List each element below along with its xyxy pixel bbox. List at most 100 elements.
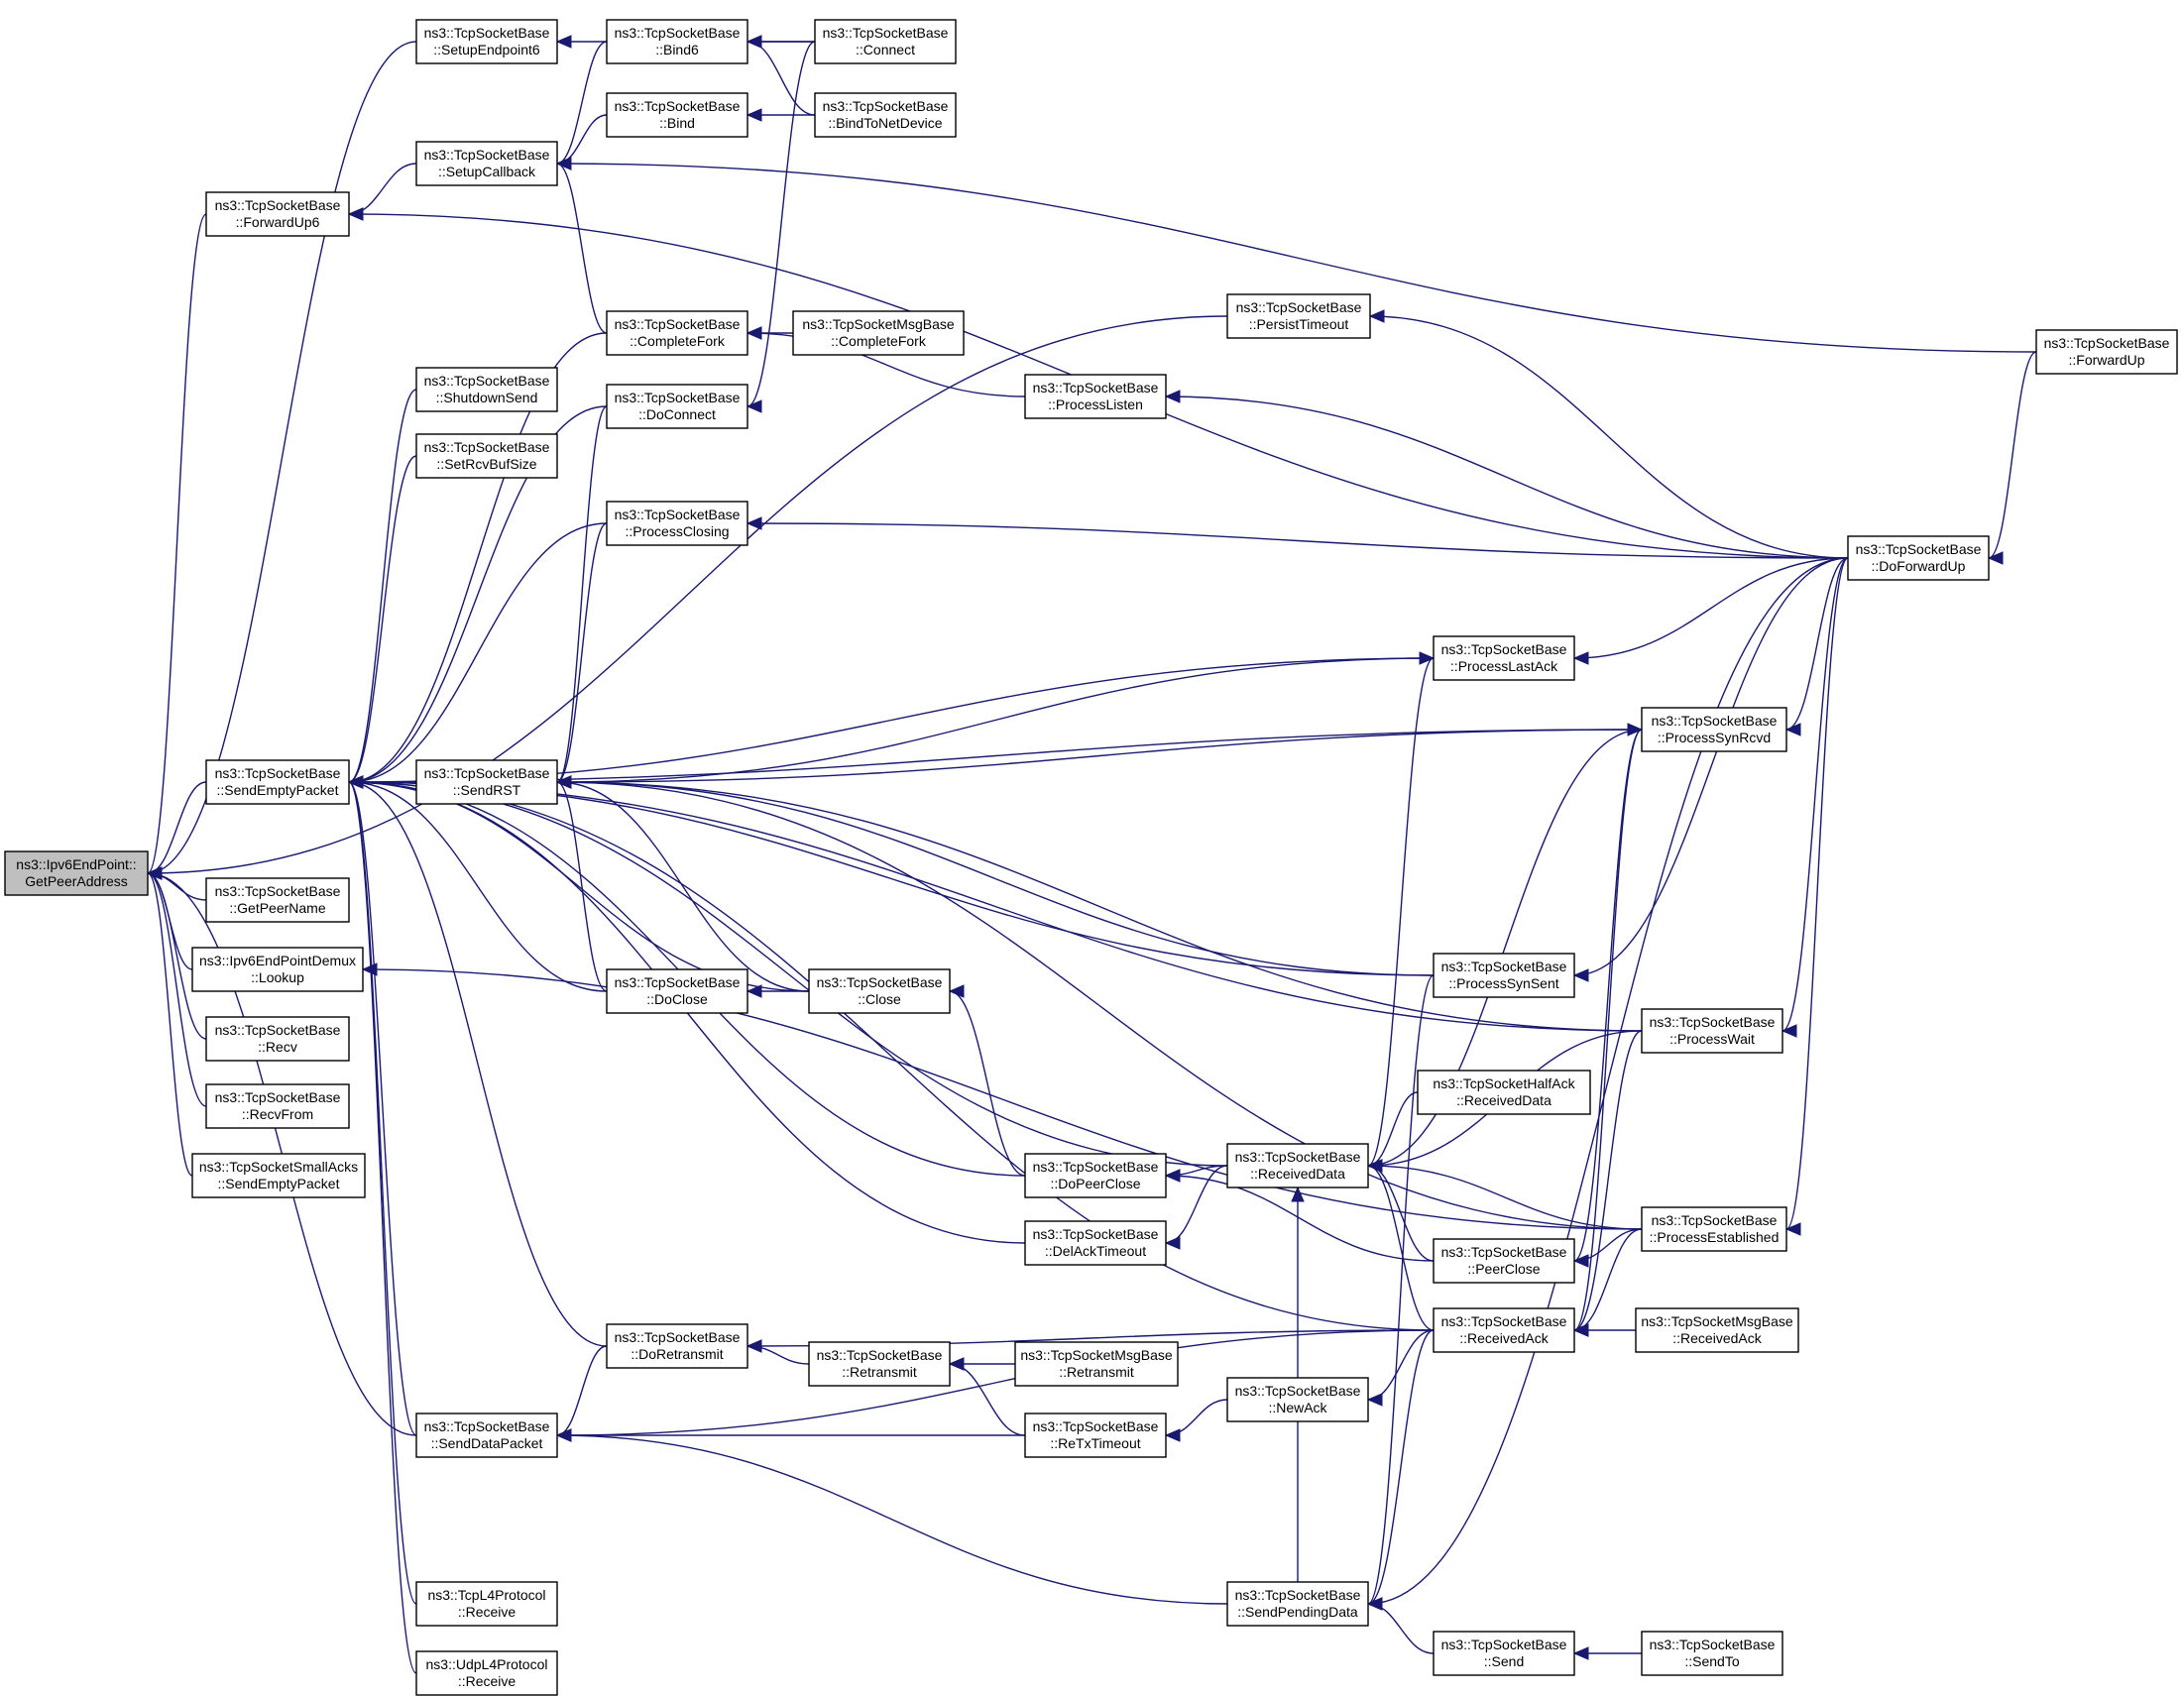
call-edge — [1367, 1165, 1643, 1230]
call-edge — [362, 968, 1643, 1230]
node-del-ack-timeout[interactable]: ns3::TcpSocketBase::DelAckTimeout — [1024, 1220, 1167, 1266]
node-persist-timeout[interactable]: ns3::TcpSocketBase::PersistTimeout — [1226, 293, 1371, 339]
node-get-peer-name[interactable]: ns3::TcpSocketBase::GetPeerName — [205, 877, 350, 923]
node-bind-to-net-device[interactable]: ns3::TcpSocketBase::BindToNetDevice — [814, 92, 957, 138]
node-box — [2035, 329, 2178, 375]
node-complete-fork[interactable]: ns3::TcpSocketBase::CompleteFork — [606, 310, 748, 356]
node-tcp-l4-receive[interactable]: ns3::TcpL4Protocol::Receive — [415, 1581, 558, 1627]
node-do-connect[interactable]: ns3::TcpSocketBase::DoConnect — [606, 384, 748, 429]
node-box — [1024, 1413, 1167, 1458]
node-do-forward-up[interactable]: ns3::TcpSocketBase::DoForwardUp — [1847, 535, 1990, 581]
node-method-label: ::Close — [858, 991, 901, 1007]
edge-arrowhead — [347, 207, 364, 221]
call-edge — [1367, 1603, 1435, 1654]
call-edge — [147, 872, 207, 1040]
node-re-tx-timeout[interactable]: ns3::TcpSocketBase::ReTxTimeout — [1024, 1413, 1167, 1458]
node-process-established[interactable]: ns3::TcpSocketBase::ProcessEstablished — [1641, 1206, 1787, 1252]
edge-arrowhead — [1164, 390, 1181, 403]
node-process-syn-rcvd[interactable]: ns3::TcpSocketBase::ProcessSynRcvd — [1641, 707, 1787, 752]
node-box — [606, 92, 748, 138]
node-class-label: ns3::TcpSocketBase — [817, 974, 943, 990]
node-do-peer-close[interactable]: ns3::TcpSocketBase::DoPeerClose — [1024, 1153, 1167, 1198]
node-send-pending-data[interactable]: ns3::TcpSocketBase::SendPendingData — [1226, 1581, 1369, 1627]
node-received-ack[interactable]: ns3::TcpSocketBase::ReceivedAck — [1433, 1307, 1575, 1353]
call-edge — [147, 872, 207, 1107]
call-edge — [348, 163, 417, 215]
node-class-label: ns3::TcpSocketBase — [424, 765, 550, 781]
node-forward-up6[interactable]: ns3::TcpSocketBase::ForwardUp6 — [205, 191, 350, 237]
node-class-label: ns3::TcpSocketBase — [1650, 1637, 1776, 1652]
node-process-wait[interactable]: ns3::TcpSocketBase::ProcessWait — [1641, 1008, 1783, 1054]
edge-arrowhead — [555, 775, 572, 789]
node-close[interactable]: ns3::TcpSocketBase::Close — [808, 968, 951, 1014]
node-box — [606, 19, 748, 64]
node-box — [808, 968, 951, 1014]
call-edge — [1367, 1329, 1435, 1605]
node-send-rst[interactable]: ns3::TcpSocketBase::SendRST — [415, 759, 558, 805]
node-bind6[interactable]: ns3::TcpSocketBase::Bind6 — [606, 19, 748, 64]
node-root[interactable]: ns3::Ipv6EndPoint::GetPeerAddress — [4, 850, 149, 896]
node-class-label: ns3::TcpSocketBase — [1441, 641, 1567, 657]
node-box — [1641, 1631, 1783, 1676]
node-class-label: ns3::TcpSocketBase — [1033, 1159, 1159, 1175]
node-recv[interactable]: ns3::TcpSocketBase::Recv — [205, 1016, 350, 1062]
call-edge — [556, 781, 810, 992]
node-msg-retransmit[interactable]: ns3::TcpSocketMsgBase::Retransmit — [1014, 1341, 1179, 1387]
edge-arrowhead — [1572, 651, 1589, 665]
node-class-label: ns3::TcpSocketBase — [1441, 1637, 1567, 1652]
node-method-label: ::ReceivedData — [1250, 1166, 1345, 1182]
node-peer-close[interactable]: ns3::TcpSocketBase::PeerClose — [1433, 1238, 1575, 1284]
node-method-label: ::ProcessEstablished — [1650, 1229, 1780, 1245]
call-edge — [348, 781, 417, 1674]
node-msg-received-ack[interactable]: ns3::TcpSocketMsgBase::ReceivedAck — [1635, 1307, 1799, 1353]
node-shutdown-send[interactable]: ns3::TcpSocketBase::ShutdownSend — [415, 367, 558, 412]
call-edge — [348, 781, 608, 1347]
node-process-last-ack[interactable]: ns3::TcpSocketBase::ProcessLastAck — [1433, 635, 1575, 681]
node-process-listen[interactable]: ns3::TcpSocketBase::ProcessListen — [1024, 374, 1167, 419]
edge-arrowhead — [1572, 1646, 1589, 1660]
node-new-ack[interactable]: ns3::TcpSocketBase::NewAck — [1226, 1377, 1369, 1422]
call-edge — [556, 163, 2037, 353]
node-method-label: ::Retransmit — [842, 1364, 917, 1380]
node-method-label: ::ReTxTimeout — [1050, 1435, 1140, 1451]
node-method-label: ::Bind6 — [655, 42, 699, 57]
node-small-acks-send-empty-packet[interactable]: ns3::TcpSocketSmallAcks::SendEmptyPacket — [191, 1153, 366, 1198]
edge-arrowhead — [1419, 651, 1436, 665]
node-setup-callback[interactable]: ns3::TcpSocketBase::SetupCallback — [415, 141, 558, 186]
node-method-label: ::DoClose — [646, 991, 708, 1007]
node-method-label: ::SendRST — [453, 782, 521, 798]
node-forward-up[interactable]: ns3::TcpSocketBase::ForwardUp — [2035, 329, 2178, 375]
node-received-data[interactable]: ns3::TcpSocketBase::ReceivedData — [1226, 1143, 1369, 1188]
node-send-data-packet[interactable]: ns3::TcpSocketBase::SendDataPacket — [415, 1413, 558, 1458]
node-set-rcv-buf-size[interactable]: ns3::TcpSocketBase::SetRcvBufSize — [415, 433, 558, 479]
node-class-label: ns3::TcpSocketMsgBase — [1641, 1313, 1793, 1329]
edge-arrowhead — [948, 1357, 965, 1371]
node-retransmit[interactable]: ns3::TcpSocketBase::Retransmit — [808, 1341, 951, 1387]
node-msg-complete-fork[interactable]: ns3::TcpSocketMsgBase::CompleteFork — [792, 310, 965, 356]
node-class-label: ns3::TcpSocketBase — [424, 439, 550, 455]
edge-arrowhead — [746, 516, 762, 530]
node-class-label: ns3::TcpSocketBase — [1235, 1383, 1361, 1399]
node-send-to[interactable]: ns3::TcpSocketBase::SendTo — [1641, 1631, 1783, 1676]
node-connect[interactable]: ns3::TcpSocketBase::Connect — [814, 19, 957, 64]
node-udp-l4-receive[interactable]: ns3::UdpL4Protocol::Receive — [415, 1650, 558, 1696]
node-half-ack-received-data[interactable]: ns3::TcpSocketHalfAck::ReceivedData — [1417, 1070, 1591, 1115]
call-edge — [556, 163, 608, 334]
node-recv-from[interactable]: ns3::TcpSocketBase::RecvFrom — [205, 1083, 350, 1129]
call-edge — [556, 781, 1643, 1032]
node-method-label: ::ProcessLastAck — [1450, 658, 1558, 674]
node-bind[interactable]: ns3::TcpSocketBase::Bind — [606, 92, 748, 138]
node-lookup[interactable]: ns3::Ipv6EndPointDemux::Lookup — [191, 947, 364, 992]
node-setup-endpoint6[interactable]: ns3::TcpSocketBase::SetupEndpoint6 — [415, 19, 558, 64]
node-method-label: ::SendPendingData — [1237, 1604, 1358, 1620]
node-do-close[interactable]: ns3::TcpSocketBase::DoClose — [606, 968, 748, 1014]
node-method-label: GetPeerAddress — [25, 873, 128, 889]
node-class-label: ns3::TcpSocketBase — [1235, 1149, 1361, 1165]
node-box — [191, 947, 364, 992]
node-send[interactable]: ns3::TcpSocketBase::Send — [1433, 1631, 1575, 1676]
node-do-retransmit[interactable]: ns3::TcpSocketBase::DoRetransmit — [606, 1323, 748, 1369]
node-process-closing[interactable]: ns3::TcpSocketBase::ProcessClosing — [606, 501, 748, 546]
node-process-syn-sent[interactable]: ns3::TcpSocketBase::ProcessSynSent — [1433, 953, 1575, 998]
edge-arrowhead — [1368, 309, 1385, 323]
node-send-empty-packet[interactable]: ns3::TcpSocketBase::SendEmptyPacket — [205, 759, 350, 805]
